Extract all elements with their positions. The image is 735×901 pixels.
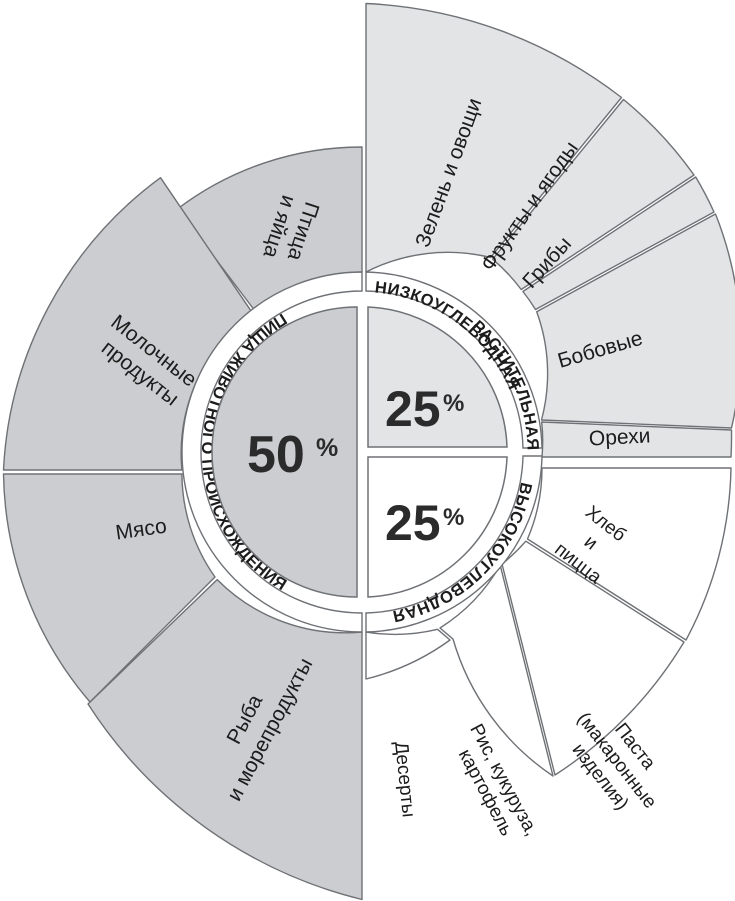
segment-desserts[interactable]: Десерты [365, 628, 451, 819]
segment-nuts[interactable]: Орехи [541, 421, 733, 458]
core-high-carb-percent-sign: % [443, 504, 464, 531]
segment-meat[interactable]: Мясо [2, 473, 216, 703]
core-animal-percent-sign: % [316, 434, 338, 462]
segment-greens-vegetables[interactable]: Зелень и овощи [365, 2, 623, 273]
core-low-carb-percent: 25 [385, 381, 441, 437]
segment-desserts-label: Десерты [390, 741, 419, 819]
core-animal[interactable]: 50 % [211, 306, 358, 598]
segment-legumes[interactable]: Бобовые [536, 213, 735, 429]
core-low-carb[interactable]: 25 % [367, 306, 508, 448]
segment-poultry-eggs[interactable]: Птица и яйца [177, 146, 363, 311]
core-high-carb-percent: 25 [385, 495, 441, 551]
segment-dairy[interactable]: Молочные продукты [2, 177, 252, 471]
segment-nuts-label: Орехи [588, 424, 651, 450]
core-low-carb-percent-sign: % [443, 390, 464, 417]
core-high-carb[interactable]: 25 % [367, 456, 508, 598]
segment-fish-seafood[interactable]: Рыба и морепродукты [87, 578, 363, 901]
core-animal-percent: 50 [247, 426, 305, 484]
